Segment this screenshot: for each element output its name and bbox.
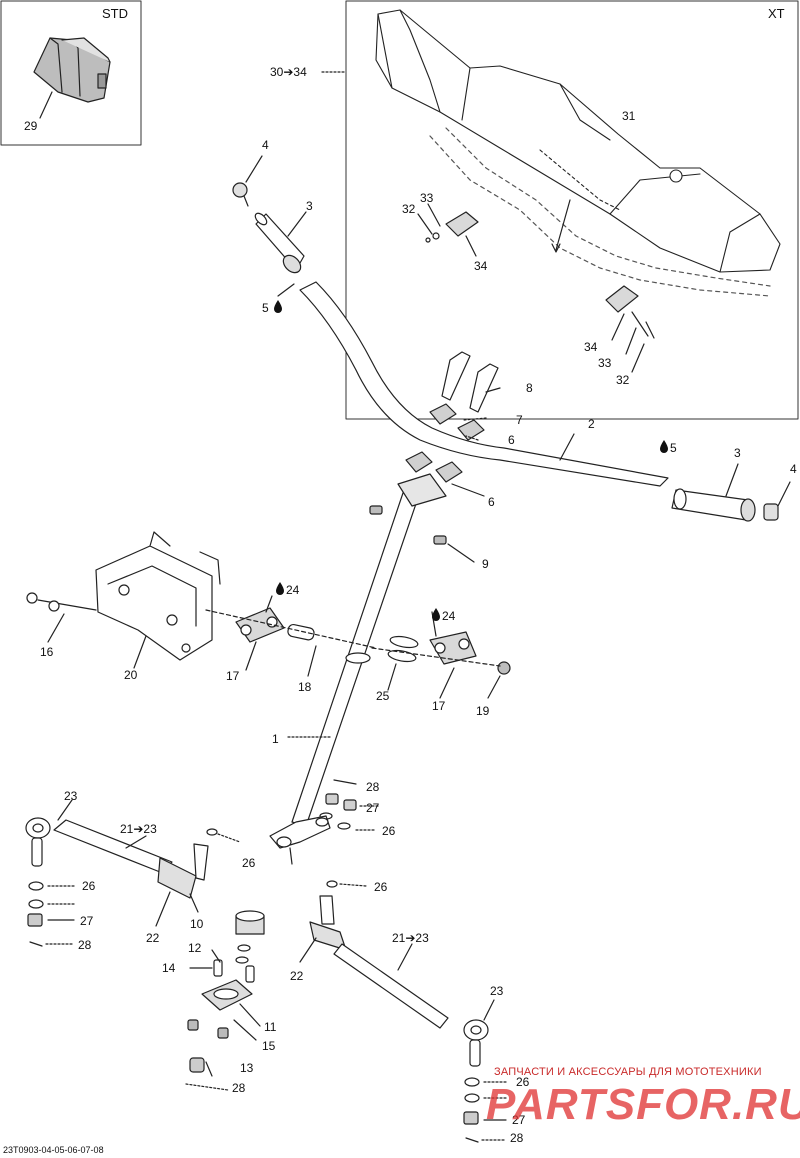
callout-26-left: 26 — [82, 879, 96, 893]
clamp-caps — [405, 403, 485, 483]
bolt-16 — [26, 592, 97, 612]
clamp-bolts — [441, 351, 499, 413]
callout-16: 16 — [40, 645, 54, 659]
std-inset-box — [0, 0, 142, 146]
callout-17-left: 17 — [226, 669, 240, 683]
callout-21-23-left: 21➔23 — [120, 822, 157, 836]
callout-28-left: 28 — [78, 938, 92, 952]
right-grip — [671, 488, 756, 522]
drawing-code: 23T0903-04-05-06-07-08 — [3, 1145, 104, 1155]
column-support-bracket — [95, 531, 221, 661]
callout-32-lower: 32 — [616, 373, 630, 387]
callout-10: 10 — [190, 917, 204, 931]
xt-inset-box — [345, 0, 799, 420]
callout-28-upper: 28 — [366, 780, 380, 794]
callout-8: 8 — [526, 381, 533, 395]
callout-23-right: 23 — [490, 984, 504, 998]
callout-26-center: 26 — [242, 856, 256, 870]
callout-22-right: 22 — [290, 969, 304, 983]
callout-26-right-upper: 26 — [382, 824, 396, 838]
callout-21-23-right: 21➔23 — [392, 931, 429, 945]
callout-1: 1 — [272, 732, 279, 746]
shims-25 — [387, 635, 419, 663]
callout-17-right: 17 — [432, 699, 446, 713]
xt-handlebar-pad — [375, 9, 781, 273]
xt-title: XT — [768, 6, 785, 21]
callout-33-upper: 33 — [420, 191, 434, 205]
grease-drop-icon — [274, 300, 668, 621]
callout-19: 19 — [476, 704, 490, 718]
right-bar-end — [763, 503, 779, 521]
nut-19 — [497, 661, 511, 675]
callout-7: 7 — [516, 413, 523, 427]
callout-27-upper: 27 — [366, 801, 380, 815]
spacer-18 — [287, 623, 315, 641]
watermark-logo: PARTSFOR.RU — [486, 1080, 800, 1129]
xt-handlebar-ghost — [429, 135, 771, 297]
callout-24-left: 24 — [286, 583, 300, 597]
handlebar — [299, 281, 669, 487]
callout-4-left: 4 — [262, 138, 269, 152]
left-grip — [254, 212, 305, 274]
lower-bearing-parts — [187, 910, 265, 1073]
left-tie-rod — [25, 817, 209, 899]
callout-23-left: 23 — [64, 789, 78, 803]
std-title: STD — [102, 6, 128, 21]
left-hardware-stack — [27, 881, 44, 947]
callout-13: 13 — [240, 1061, 254, 1075]
callout-15: 15 — [262, 1039, 276, 1053]
right-tie-rod — [309, 895, 489, 1067]
callout-20: 20 — [124, 668, 138, 682]
callout-22-left: 22 — [146, 931, 160, 945]
callout-12: 12 — [188, 941, 202, 955]
callout-4-right: 4 — [790, 462, 797, 476]
callout-5-left: 5 — [262, 301, 269, 315]
callout-3-left: 3 — [306, 199, 313, 213]
callout-34-upper: 34 — [474, 259, 488, 273]
callout-24-right: 24 — [442, 609, 456, 623]
callout-26-bottom: 26 — [516, 1075, 530, 1089]
bearing-block-right — [429, 631, 477, 665]
callout-14: 14 — [162, 961, 176, 975]
callout-32-upper: 32 — [402, 202, 416, 216]
callout-30-34: 30➔34 — [270, 65, 307, 79]
callout-25: 25 — [376, 689, 390, 703]
callout-11: 11 — [264, 1020, 277, 1034]
callout-2: 2 — [588, 417, 595, 431]
callout-27-bottom: 27 — [512, 1113, 526, 1127]
std-handlebar-pad — [33, 37, 111, 103]
bearing-block-left — [235, 607, 285, 643]
callout-5-right: 5 — [670, 441, 677, 455]
callout-34-lower: 34 — [584, 340, 598, 354]
callout-26-right-mid: 26 — [374, 880, 388, 894]
callout-31: 31 — [622, 109, 636, 123]
callout-29: 29 — [24, 119, 38, 133]
callout-6-upper: 6 — [508, 433, 515, 447]
callout-28-bottom: 28 — [232, 1081, 246, 1095]
callout-3-right: 3 — [734, 446, 741, 460]
callout-6-lower: 6 — [488, 495, 495, 509]
clamp-34-lower — [605, 285, 655, 339]
nuts-9 — [369, 505, 447, 545]
callout-28-right: 28 — [510, 1131, 524, 1145]
watermark-tagline: ЗАПЧАСТИ И АКСЕССУАРЫ ДЛЯ МОТОТЕХНИКИ — [494, 1066, 762, 1078]
callout-33-lower: 33 — [598, 356, 612, 370]
left-bar-end — [232, 182, 249, 207]
clamp-34-upper — [425, 211, 479, 243]
callout-27-left: 27 — [80, 914, 94, 928]
callout-18: 18 — [298, 680, 312, 694]
right-hardware-stack — [463, 1077, 480, 1143]
callout-9: 9 — [482, 557, 489, 571]
